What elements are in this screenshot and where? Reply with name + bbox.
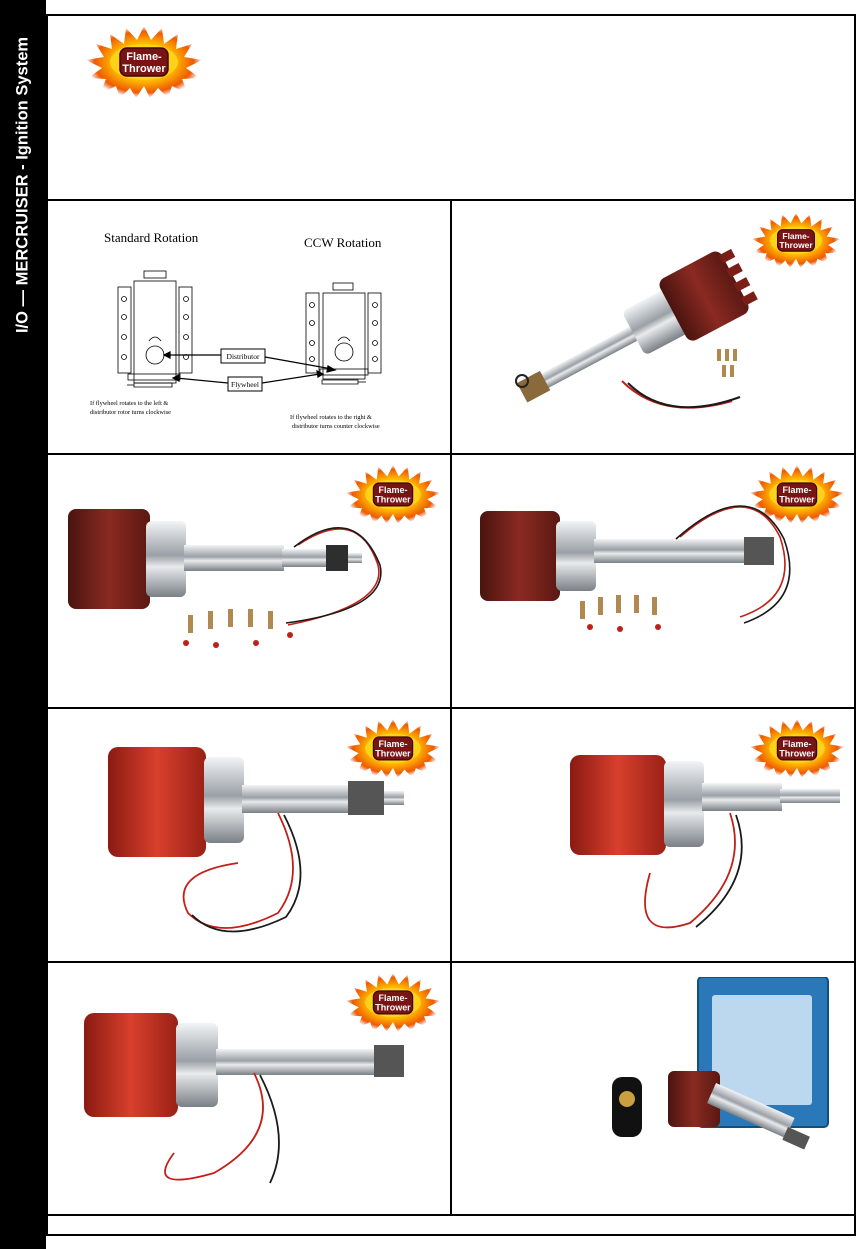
distributor-image	[515, 248, 758, 409]
svg-text:Thrower: Thrower	[122, 63, 166, 75]
distributor-image	[68, 509, 382, 648]
svg-text:Flame-: Flame-	[379, 993, 408, 1003]
product-cell: Flame- Thrower	[48, 709, 450, 961]
distributor-label: Distributor	[227, 352, 260, 361]
svg-text:Thrower: Thrower	[375, 749, 411, 759]
standard-caption-line1: If flywheel rotates to the left &	[90, 400, 168, 407]
distributor-image	[480, 505, 791, 632]
flame-thrower-logo: Flame- Thrower	[344, 463, 442, 525]
flame-thrower-logo: Flame- Thrower	[344, 971, 442, 1033]
distributor-image	[570, 755, 840, 929]
svg-text:Flame-: Flame-	[782, 231, 809, 241]
standard-rotation-title: Standard Rotation	[104, 230, 199, 245]
sidebar-title: I/O — MERCRUISER - Ignition System	[13, 36, 32, 334]
flame-thrower-logo: Flame- Thrower	[84, 24, 204, 99]
header-panel: Flame- Thrower	[48, 16, 854, 199]
ccw-caption-line2: distributor turns counter clockwise	[292, 423, 380, 430]
distributor-label-box	[220, 348, 266, 364]
product-cell: Flame- Thrower	[48, 455, 450, 707]
ignition-kit-image	[612, 977, 829, 1150]
svg-text:Flame-: Flame-	[783, 739, 812, 749]
svg-text:Thrower: Thrower	[779, 749, 815, 759]
standard-caption-line2: distributor rotor turns clockwise	[90, 409, 171, 416]
page-frame	[46, 14, 856, 1236]
svg-text:Flame-: Flame-	[379, 739, 408, 749]
sidebar: I/O — MERCRUISER - Ignition System	[0, 0, 46, 1249]
standard-engine-block	[117, 270, 193, 388]
svg-text:Flame-: Flame-	[126, 51, 162, 63]
product-cell: Flame- Thrower	[452, 455, 854, 707]
product-cell: Flame- Thrower	[452, 201, 854, 453]
distributor-image	[84, 1013, 404, 1184]
svg-text:Flame-: Flame-	[379, 485, 408, 495]
rotation-diagram-figure: Standard Rotation CCW Rotation	[90, 230, 382, 430]
distributor-image	[108, 747, 404, 933]
ccw-caption-line1: If flywheel rotates to the right &	[290, 414, 372, 421]
product-cell: Flame- Thrower	[48, 963, 450, 1214]
svg-text:Thrower: Thrower	[779, 495, 815, 505]
svg-text:Thrower: Thrower	[375, 495, 411, 505]
svg-text:Flame-: Flame-	[783, 485, 812, 495]
flame-thrower-logo: Flame- Thrower	[750, 211, 842, 269]
ccw-rotation-title: CCW Rotation	[304, 235, 382, 250]
diagram-arrows	[162, 351, 337, 384]
flame-thrower-logo: Flame- Thrower	[748, 463, 846, 525]
svg-text:Thrower: Thrower	[779, 240, 813, 250]
rotation-diagram: Standard Rotation CCW Rotation	[48, 201, 450, 453]
flame-thrower-logo: Flame- Thrower	[748, 717, 846, 779]
divider	[450, 199, 452, 1216]
flame-thrower-logo: Flame- Thrower	[344, 717, 442, 779]
flywheel-label-box	[227, 376, 263, 392]
flywheel-label: Flywheel	[231, 380, 259, 389]
ccw-engine-block	[305, 282, 382, 385]
product-cell	[452, 963, 854, 1214]
svg-text:Thrower: Thrower	[375, 1003, 411, 1013]
product-cell: Flame- Thrower	[452, 709, 854, 961]
